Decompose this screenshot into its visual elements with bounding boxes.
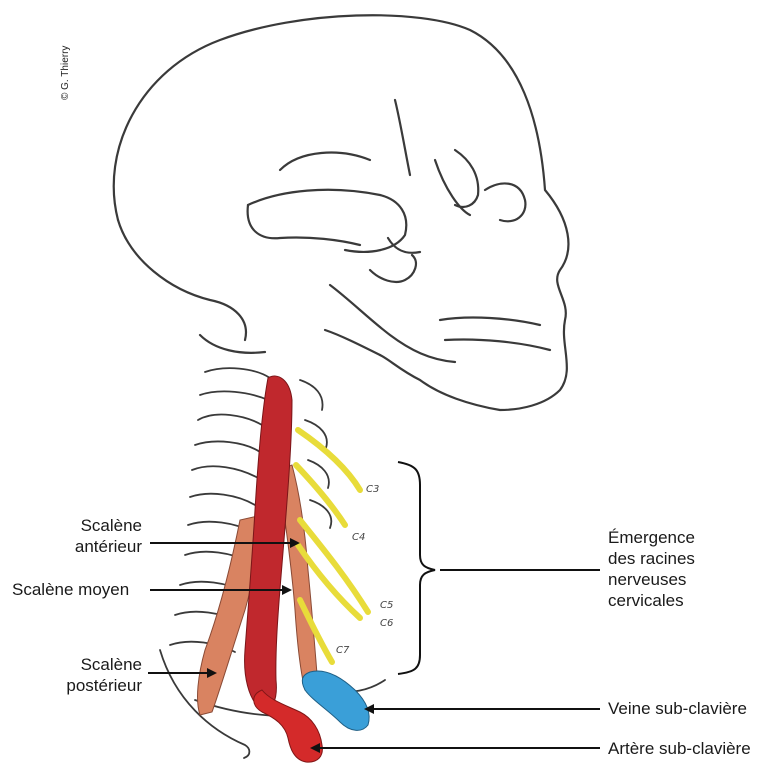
label-scalene-posterieur: Scalène postérieur <box>40 654 142 696</box>
label-scalene-anterieur-line1: Scalène <box>40 515 142 536</box>
label-scalene-posterieur-line1: Scalène <box>40 654 142 675</box>
root-label-c7: C7 <box>336 645 349 656</box>
label-scalene-moyen: Scalène moyen <box>12 579 152 600</box>
label-scalene-anterieur: Scalène antérieur <box>40 515 142 557</box>
copyright-credit: © G. Thierry <box>60 46 71 100</box>
root-label-c6: C6 <box>380 618 393 629</box>
label-emergence-line1: Émergence <box>608 527 768 548</box>
root-label-c5: C5 <box>380 600 393 611</box>
label-scalene-anterieur-line2: antérieur <box>40 536 142 557</box>
label-emergence: Émergence des racines nerveuses cervical… <box>608 527 768 611</box>
label-emergence-line4: cervicales <box>608 590 768 611</box>
label-veine-sub-claviere: Veine sub-clavière <box>608 698 773 719</box>
label-emergence-line2: des racines <box>608 548 768 569</box>
subclavian-artery-shape <box>254 690 323 762</box>
root-label-c4: C4 <box>352 532 365 543</box>
root-label-c3: C3 <box>366 484 379 495</box>
label-artere-sub-claviere: Artère sub-clavière <box>608 738 776 759</box>
skull <box>114 15 569 410</box>
roots-bracket <box>398 462 435 674</box>
label-emergence-line3: nerveuses <box>608 569 768 590</box>
label-scalene-posterieur-line2: postérieur <box>40 675 142 696</box>
